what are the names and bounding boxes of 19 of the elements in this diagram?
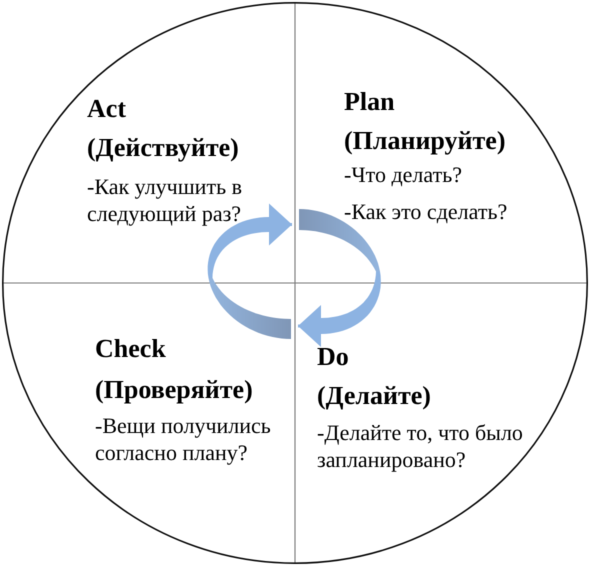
phase-question: -Что делать?	[344, 161, 462, 188]
quadrant-sector	[295, 283, 588, 564]
phase-question: -Вещи получились согласно плану?	[95, 412, 272, 466]
phase-title: Do	[317, 342, 349, 372]
quadrant-sector	[2, 2, 295, 283]
phase-subtitle: (Делайте)	[317, 381, 431, 411]
quadrant-sector	[2, 283, 295, 564]
phase-subtitle: (Действуйте)	[87, 133, 239, 163]
curved-arrow	[208, 204, 292, 339]
phase-question: -Как улучшить в следующий раз?	[87, 173, 243, 227]
quadrant-sector	[295, 2, 588, 283]
phase-question: -Делайте то, что было запланировано?	[317, 419, 524, 473]
curved-arrow	[298, 209, 381, 347]
phase-subtitle: (Планируйте)	[344, 126, 506, 156]
phase-title: Plan	[344, 87, 395, 117]
phase-title: Check	[95, 334, 166, 364]
phase-title: Act	[87, 94, 126, 124]
phase-question: -Как это сделать?	[344, 198, 508, 225]
phase-subtitle: (Проверяйте)	[95, 375, 253, 405]
